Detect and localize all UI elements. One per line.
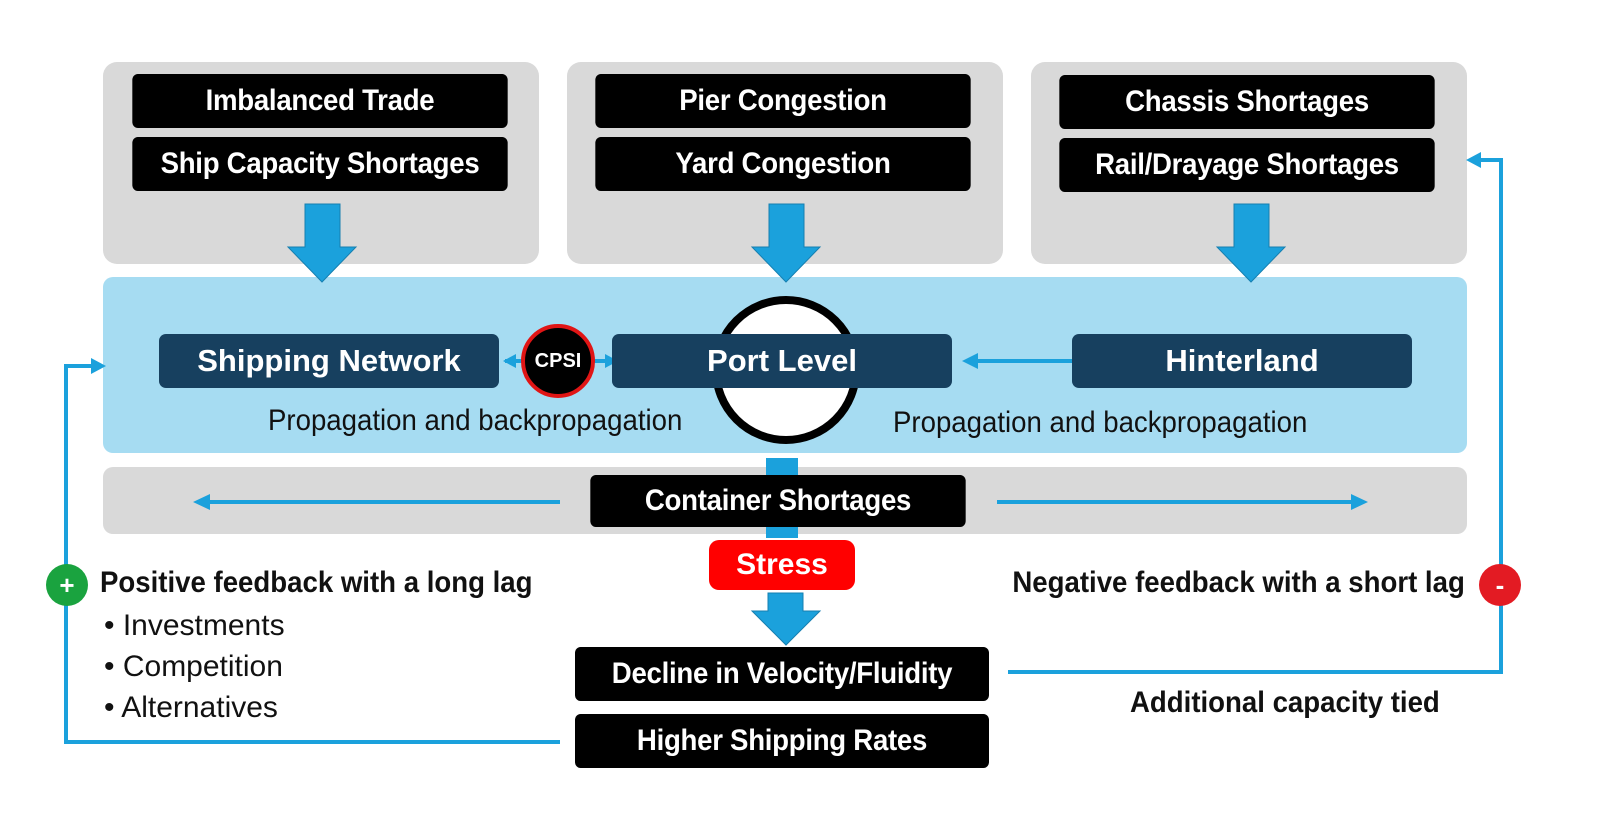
higher-rates-block: Higher Shipping Rates	[575, 714, 989, 768]
positive-bullet-3: • Alternatives	[104, 691, 278, 724]
item-ship-capacity: Ship Capacity Shortages	[132, 137, 508, 191]
negative-sign: -	[1495, 570, 1505, 600]
item-yard-congestion: Yard Congestion	[595, 137, 971, 191]
container-shortages-block: Container Shortages	[590, 475, 966, 527]
propagation-left-text: Propagation and backpropagation	[268, 404, 683, 437]
down-arrow-port	[750, 203, 822, 283]
item-imbalanced-trade: Imbalanced Trade	[132, 74, 508, 128]
additional-capacity-note: Additional capacity tied	[1130, 686, 1440, 719]
propagation-right-text: Propagation and backpropagation	[893, 406, 1308, 439]
down-arrow-trade	[286, 203, 358, 283]
decline-velocity-block: Decline in Velocity/Fluidity	[575, 647, 989, 701]
positive-bullet-2: • Competition	[104, 650, 283, 683]
positive-bullet-1: • Investments	[104, 609, 285, 642]
positive-sign-badge	[46, 564, 88, 606]
bullet-dot: •	[104, 650, 123, 683]
negative-sign-badge	[1479, 564, 1521, 606]
node-hinterland: Hinterland	[1072, 334, 1412, 388]
stress-badge: Stress	[709, 540, 855, 590]
item-pier-congestion: Pier Congestion	[595, 74, 971, 128]
negative-feedback-loop	[1008, 158, 1503, 674]
positive-feedback-loop	[64, 364, 560, 744]
node-port-level: Port Level	[612, 334, 952, 388]
item-chassis-shortages: Chassis Shortages	[1059, 75, 1435, 129]
cpsi-label: CPSI	[534, 350, 582, 372]
bullet-dot: •	[104, 609, 123, 642]
item-rail-drayage: Rail/Drayage Shortages	[1059, 138, 1435, 192]
bullet-dot: •	[104, 691, 122, 724]
node-shipping-network: Shipping Network	[159, 334, 499, 388]
cpsi-circle	[521, 324, 595, 398]
positive-feedback-title: Positive feedback with a long lag	[100, 566, 533, 599]
down-arrow-stress	[750, 592, 822, 646]
down-arrow-hinterland	[1215, 203, 1287, 283]
negative-feedback-title: Negative feedback with a short lag	[1012, 566, 1465, 599]
positive-sign: +	[59, 570, 75, 600]
